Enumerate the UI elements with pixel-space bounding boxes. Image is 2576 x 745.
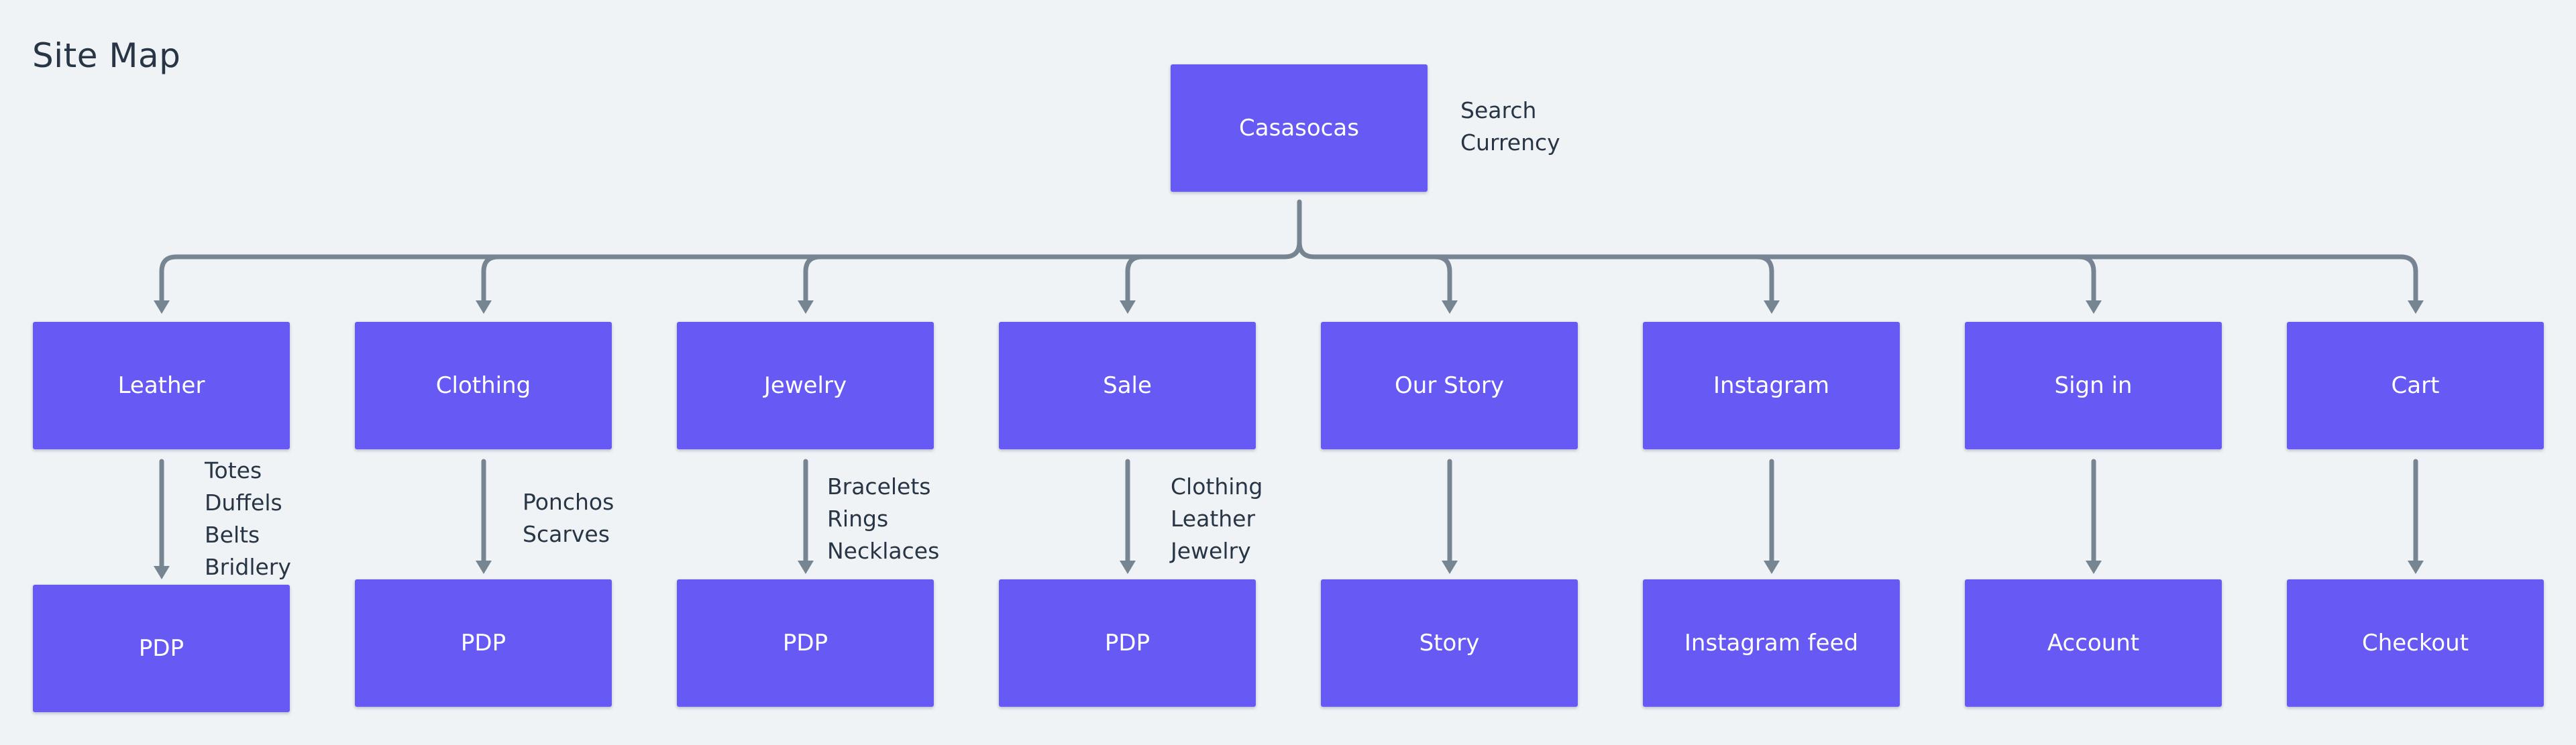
note-belts: Belts [205, 522, 260, 548]
section-node-sale[interactable]: Sale [999, 322, 1256, 449]
connector-arrow-child-5 [1764, 561, 1780, 574]
note-bridlery: Bridlery [205, 554, 291, 580]
sale-notes: Clothing Leather Jewelry [1171, 471, 1263, 567]
note-rings: Rings [827, 506, 889, 532]
note-totes: Totes [205, 457, 262, 483]
section-node-cart[interactable]: Cart [2287, 322, 2544, 449]
connector-arrow-child-7 [2408, 561, 2424, 574]
note-sale-leather: Leather [1171, 506, 1256, 532]
section-node-instagram[interactable]: Instagram [1643, 322, 1900, 449]
connector-drop-4 [1432, 254, 1452, 304]
connector-arrow-top-4 [1442, 300, 1458, 314]
section-node-jewelry[interactable]: Jewelry [677, 322, 934, 449]
connector-arrow-top-6 [2086, 300, 2102, 314]
note-sale-jewelry: Jewelry [1171, 538, 1251, 564]
section-node-leather[interactable]: Leather [33, 322, 290, 449]
connector-arrow-child-0 [154, 566, 170, 579]
connector-drop-2 [803, 254, 823, 304]
connector-drop-6 [2076, 254, 2096, 304]
section-node-sign-in[interactable]: Sign in [1965, 322, 2222, 449]
connector-drop-5 [1754, 254, 1774, 304]
child-node-jewelry-pdp[interactable]: PDP [677, 579, 934, 707]
root-note-currency: Currency [1460, 129, 1560, 156]
note-duffels: Duffels [205, 490, 282, 516]
child-node-clothing-pdp[interactable]: PDP [355, 579, 612, 707]
root-notes: Search Currency [1460, 95, 1560, 159]
child-node-account[interactable]: Account [1965, 579, 2222, 707]
child-node-sale-pdp[interactable]: PDP [999, 579, 1256, 707]
connector-arrow-top-1 [476, 300, 492, 314]
connector-arrow-top-2 [798, 300, 814, 314]
note-sale-clothing: Clothing [1171, 473, 1263, 500]
section-node-our-story[interactable]: Our Story [1321, 322, 1578, 449]
connector-drop-1 [481, 254, 501, 304]
child-node-instagram-feed[interactable]: Instagram feed [1643, 579, 1900, 707]
connector-arrow-top-3 [1120, 300, 1136, 314]
connector-arrow-top-7 [2408, 300, 2424, 314]
note-scarves: Scarves [523, 521, 610, 547]
page-title: Site Map [32, 36, 181, 75]
connector-arrow-top-0 [154, 300, 170, 314]
connector-bus-right [1297, 239, 2404, 260]
leather-notes: Totes Duffels Belts Bridlery [205, 455, 291, 583]
connector-drop-3 [1125, 254, 1145, 304]
child-node-story[interactable]: Story [1321, 579, 1578, 707]
section-node-clothing[interactable]: Clothing [355, 322, 612, 449]
root-note-search: Search [1460, 97, 1537, 123]
connector-arrow-child-4 [1442, 561, 1458, 574]
connector-drop-0 [159, 254, 179, 304]
child-node-checkout[interactable]: Checkout [2287, 579, 2544, 707]
connector-arrow-child-2 [798, 561, 814, 574]
jewelry-notes: Bracelets Rings Necklaces [827, 471, 939, 567]
child-node-leather-pdp[interactable]: PDP [33, 585, 290, 712]
note-necklaces: Necklaces [827, 538, 940, 564]
clothing-notes: Ponchos Scarves [523, 486, 614, 551]
connector-drop-7 [2398, 254, 2418, 304]
connector-bus-left [174, 199, 1302, 260]
note-ponchos: Ponchos [523, 489, 614, 515]
connector-arrow-child-6 [2086, 561, 2102, 574]
connector-arrow-top-5 [1764, 300, 1780, 314]
connector-arrow-child-3 [1120, 561, 1136, 574]
note-bracelets: Bracelets [827, 473, 931, 500]
root-node-casasocas[interactable]: Casasocas [1171, 64, 1428, 192]
connector-arrow-child-1 [476, 561, 492, 574]
